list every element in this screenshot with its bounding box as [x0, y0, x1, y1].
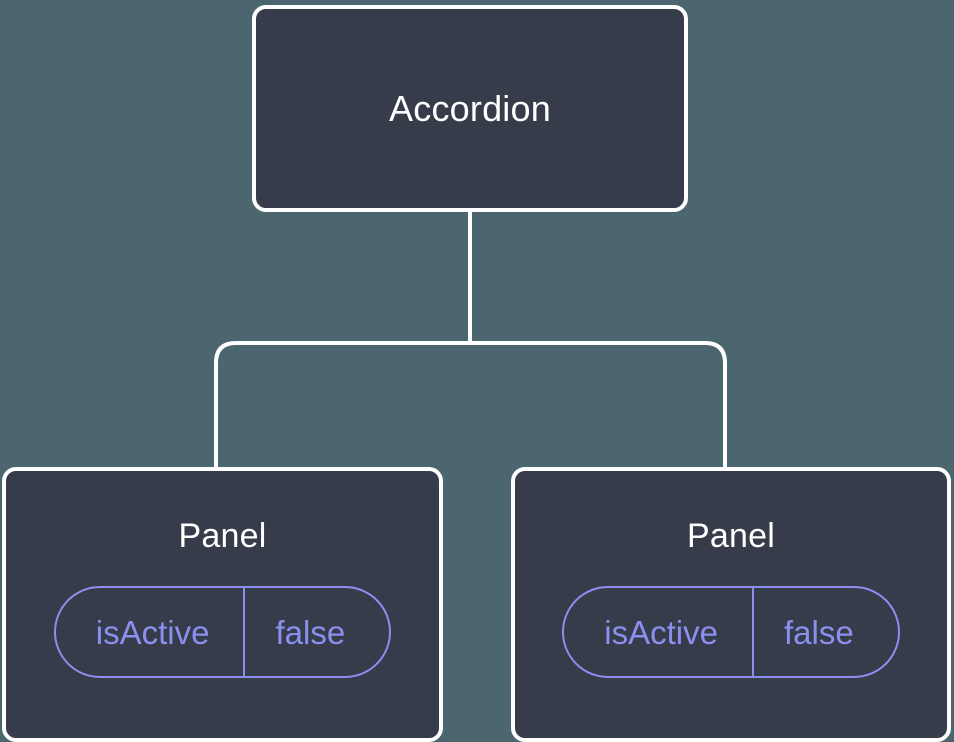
node-panel-2-prop-key: isActive — [564, 588, 754, 676]
node-panel-2-prop-badge[interactable]: isActive false — [562, 586, 900, 678]
node-panel-2[interactable]: Panel isActive false — [511, 467, 951, 742]
node-panel-1-prop-key: isActive — [56, 588, 246, 676]
node-panel-1-label: Panel — [178, 517, 267, 555]
node-accordion[interactable]: Accordion — [252, 5, 688, 212]
node-panel-1-prop-badge[interactable]: isActive false — [53, 586, 392, 678]
node-panel-2-prop-value: false — [783, 613, 854, 651]
connector-branch-bus — [214, 341, 727, 467]
node-accordion-label: Accordion — [389, 87, 551, 129]
node-panel-1[interactable]: Panel isActive false — [2, 467, 443, 742]
node-panel-1-prop-value: false — [275, 613, 346, 651]
node-panel-2-label: Panel — [687, 517, 775, 555]
